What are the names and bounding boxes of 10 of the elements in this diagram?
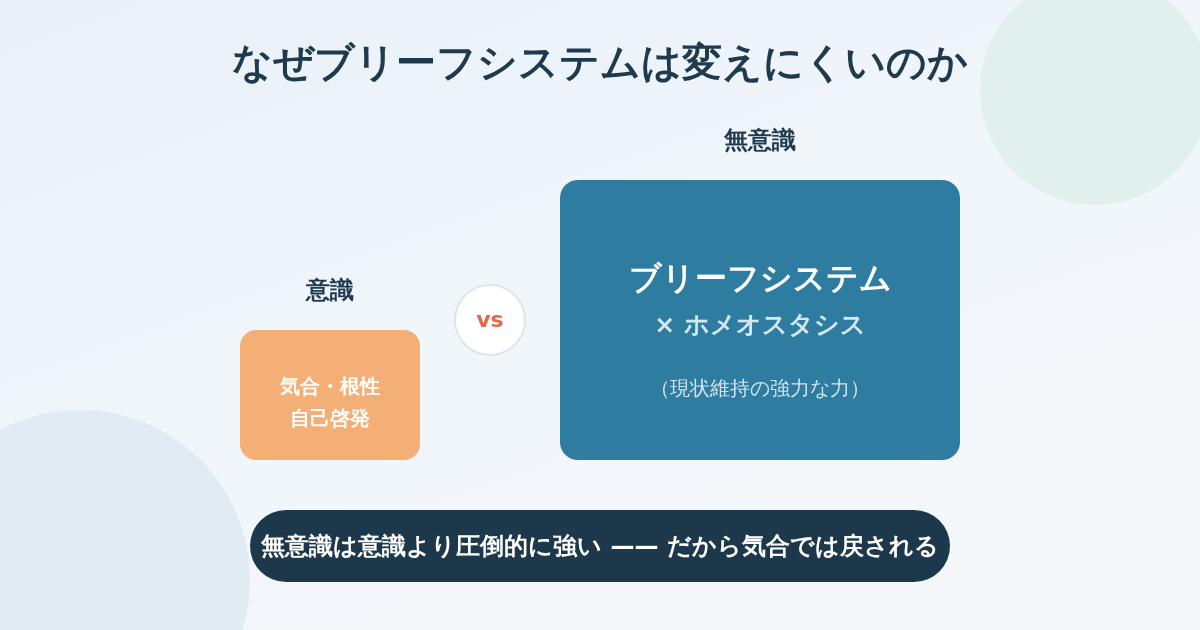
column-heading: 意識 <box>306 275 354 306</box>
diagram-title: なぜブリーフシステムは変えにくいのか <box>232 38 968 87</box>
box-subtitle: × ホメオスタシス <box>654 309 866 341</box>
column-heading: 無意識 <box>724 125 796 156</box>
vs-label: vs <box>476 306 504 334</box>
box-note: （現状維持の強力な力） <box>650 375 870 402</box>
summary-banner <box>250 510 950 582</box>
box-text: 気合・根性自己啓発 <box>279 373 381 432</box>
box-title: ブリーフシステム <box>628 258 892 299</box>
banner-text: 無意識は意識より圧倒的に強い —— だから気合では戻される <box>261 531 939 562</box>
